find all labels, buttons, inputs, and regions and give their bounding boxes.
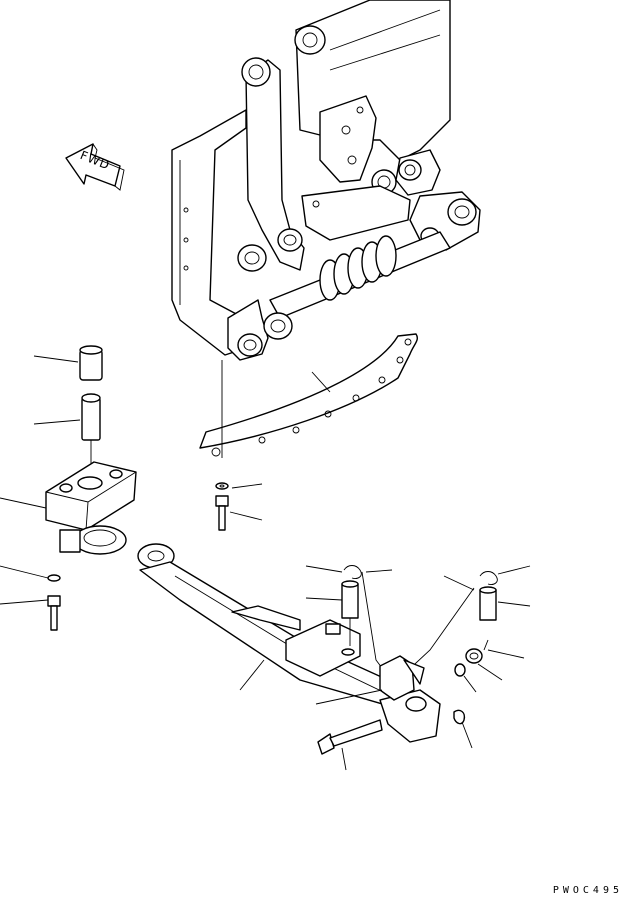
main-frame — [171, 0, 481, 361]
washer-right — [454, 663, 466, 677]
drawing-code: PWOC495 — [552, 885, 623, 896]
pin — [81, 393, 101, 441]
curved-bar — [199, 333, 419, 457]
cotter-pin — [453, 709, 466, 725]
lever-arm — [137, 543, 441, 743]
latch-bracket — [379, 655, 425, 701]
tension-wire — [361, 571, 475, 677]
bolt-lower — [317, 719, 383, 755]
spring-bellows — [319, 235, 397, 301]
cylinder-top — [79, 345, 103, 381]
rubber-mount — [59, 525, 127, 555]
nut-right — [465, 648, 483, 664]
washer-left — [47, 574, 61, 582]
spring-pin-right — [479, 571, 498, 621]
bolt-left — [47, 595, 61, 631]
washer-upper — [215, 482, 229, 490]
mount-block — [45, 461, 137, 531]
callout-leaders — [0, 355, 531, 771]
forward-direction-arrow: FWD — [65, 143, 125, 191]
bolt-upper — [215, 495, 229, 531]
spring-pin-left — [341, 565, 362, 656]
